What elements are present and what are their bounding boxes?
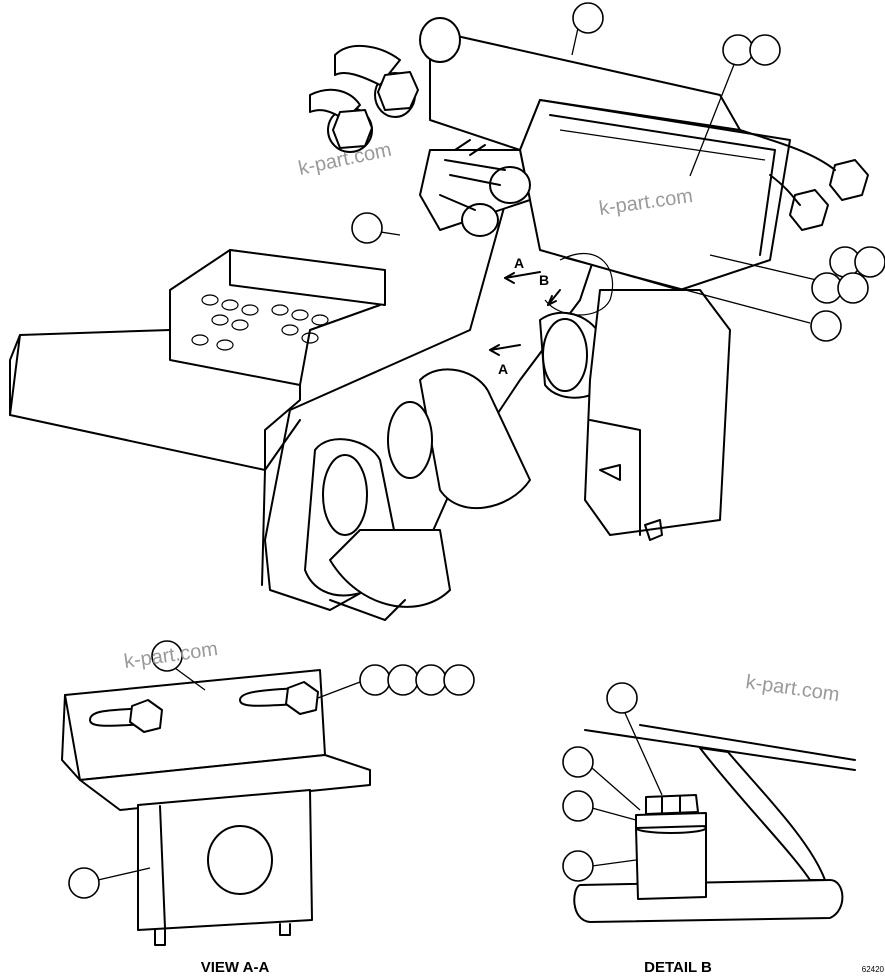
hydraulic-fittings: [309, 17, 461, 153]
callout-bubble: [151, 640, 183, 672]
drawing-number: 62420: [862, 965, 885, 974]
section-arrow-a-upper: [504, 271, 541, 279]
angle-bracket-flange: [79, 754, 371, 811]
callout-bubble: [572, 2, 604, 34]
detail-b: [562, 682, 856, 923]
callout-bubble: [562, 790, 594, 822]
section-marker-a-lower: A: [498, 361, 508, 377]
callout-bubble: [443, 664, 475, 696]
washer: [635, 812, 707, 829]
mount-hole: [207, 825, 273, 895]
section-marker-b: B: [539, 272, 549, 288]
callout-bubble: [722, 34, 754, 66]
callout-bubble: [749, 34, 781, 66]
view-a-a: [61, 640, 475, 946]
control-box-inner: [559, 129, 766, 161]
spool-valves: [419, 139, 531, 237]
main-callouts: [351, 2, 885, 342]
upper-bracket-strip: [229, 249, 386, 306]
step-plate-edge: [9, 334, 21, 416]
detail-b-circle: [544, 253, 614, 316]
callout-bubble: [854, 246, 885, 278]
callout-bubble: [415, 664, 447, 696]
callout-bubble: [810, 310, 842, 342]
callout-bubble: [351, 212, 383, 244]
base-plate: [573, 879, 844, 923]
callout-bubble: [606, 682, 638, 714]
section-marker-a-upper: A: [514, 255, 524, 271]
drive-motors: [304, 311, 611, 621]
callout-bubble: [837, 272, 869, 304]
section-arrow-a-lower: [489, 344, 521, 351]
pump-block: [584, 289, 731, 536]
hex-nut-left: [129, 699, 163, 733]
frame-leg: [699, 747, 826, 881]
right-bolts: [739, 129, 869, 231]
callout-bubble: [387, 664, 419, 696]
callout-bubble: [68, 867, 100, 899]
main-assembly: A A B: [9, 17, 869, 621]
hex-nut-right: [285, 681, 319, 715]
frame-rail-bottom: [639, 724, 856, 761]
pump-block-face: [589, 419, 641, 536]
detail-b-label: DETAIL B: [644, 959, 712, 976]
hex-bolt: [645, 794, 699, 815]
watermark-4: k-part.com: [744, 671, 841, 706]
grate-holes: [191, 294, 329, 351]
callout-bubble: [562, 850, 594, 882]
spacer-cylinder: [635, 825, 707, 900]
view-a-a-label: VIEW A-A: [201, 959, 270, 976]
control-box-face: [549, 114, 776, 256]
callout-bubble: [562, 746, 594, 778]
callout-bubble: [359, 664, 391, 696]
